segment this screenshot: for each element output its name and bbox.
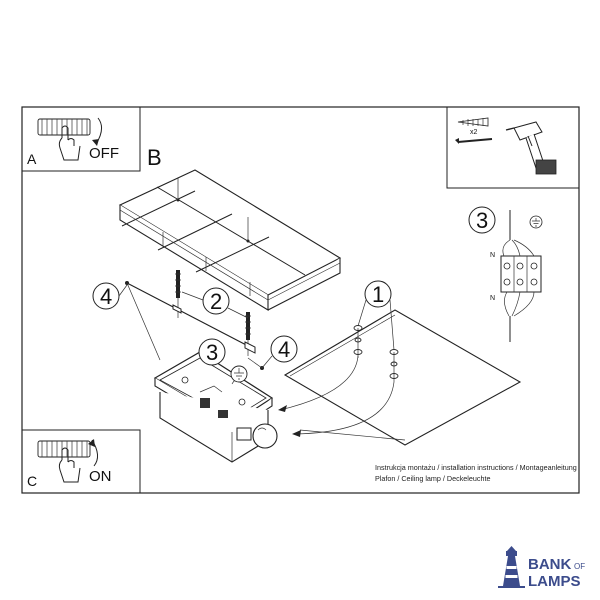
- panel-c: C ON: [21, 429, 141, 494]
- brand-logo: BANK OF LAMPS: [498, 546, 585, 590]
- lamp-base: [153, 351, 274, 463]
- hand-icon: [58, 125, 81, 161]
- terminal-block-icon: [37, 440, 91, 458]
- caption-line-2: Plafon / Ceiling lamp / Deckeleuchte: [375, 474, 490, 483]
- callout-4-left-label: 4: [100, 284, 112, 309]
- ceiling-plate: [283, 309, 522, 446]
- tools-panel: x2: [446, 106, 580, 189]
- hand-icon: [58, 447, 81, 483]
- rotate-arrow-icon: [92, 117, 102, 146]
- callout-3-wiring-label: 3: [476, 208, 488, 233]
- panel-a: A OFF: [21, 106, 141, 172]
- callout-4-right: 4: [261, 335, 298, 369]
- callout-1: 1: [357, 280, 395, 351]
- callout-3-main: 3: [198, 338, 226, 366]
- panel-c-state: ON: [89, 468, 112, 485]
- neutral-label-bottom: N: [490, 295, 495, 302]
- logo-word-bottom: LAMPS: [528, 573, 581, 590]
- screw-icon: [455, 138, 493, 144]
- bulb: [236, 423, 278, 449]
- section-b-letter: B: [147, 145, 162, 170]
- ceiling-slab: [118, 169, 342, 311]
- logo-word-top: BANK: [528, 556, 571, 573]
- caption-line-1: Instrukcja montażu / installation instru…: [375, 463, 577, 472]
- neutral-label-top: N: [490, 252, 495, 259]
- callout-3-main-label: 3: [206, 340, 218, 365]
- panel-c-letter: C: [27, 473, 37, 489]
- wall-plug-icon: [457, 117, 489, 127]
- rotate-arrow-icon: [88, 439, 98, 467]
- wiring-detail: 3 N N: [468, 206, 543, 342]
- terminal-block-icon: [37, 118, 91, 136]
- callout-4-left: 4: [92, 282, 128, 310]
- plate-screws: [353, 325, 399, 382]
- tools-panel-frame: [446, 106, 580, 189]
- callout-2: 2: [181, 287, 249, 319]
- panel-a-frame: [21, 106, 141, 172]
- panel-c-frame: [21, 429, 141, 494]
- quantity-label: x2: [470, 129, 478, 136]
- callout-1-label: 1: [372, 282, 384, 307]
- logo-word-of: OF: [574, 562, 585, 571]
- callout-2-label: 2: [210, 289, 222, 314]
- panel-a-state: OFF: [89, 145, 119, 162]
- panel-a-letter: A: [27, 151, 37, 167]
- mounting-rail: [125, 281, 264, 370]
- ground-symbol-icon: [529, 215, 543, 229]
- drill-icon: [505, 121, 557, 175]
- connector-block-icon: [500, 255, 542, 293]
- callout-4-right-label: 4: [278, 337, 290, 362]
- sheet-frame: [21, 106, 580, 494]
- ground-symbol-icon: [230, 365, 248, 383]
- lighthouse-icon: [498, 546, 525, 588]
- assembly-arrows: [278, 355, 406, 441]
